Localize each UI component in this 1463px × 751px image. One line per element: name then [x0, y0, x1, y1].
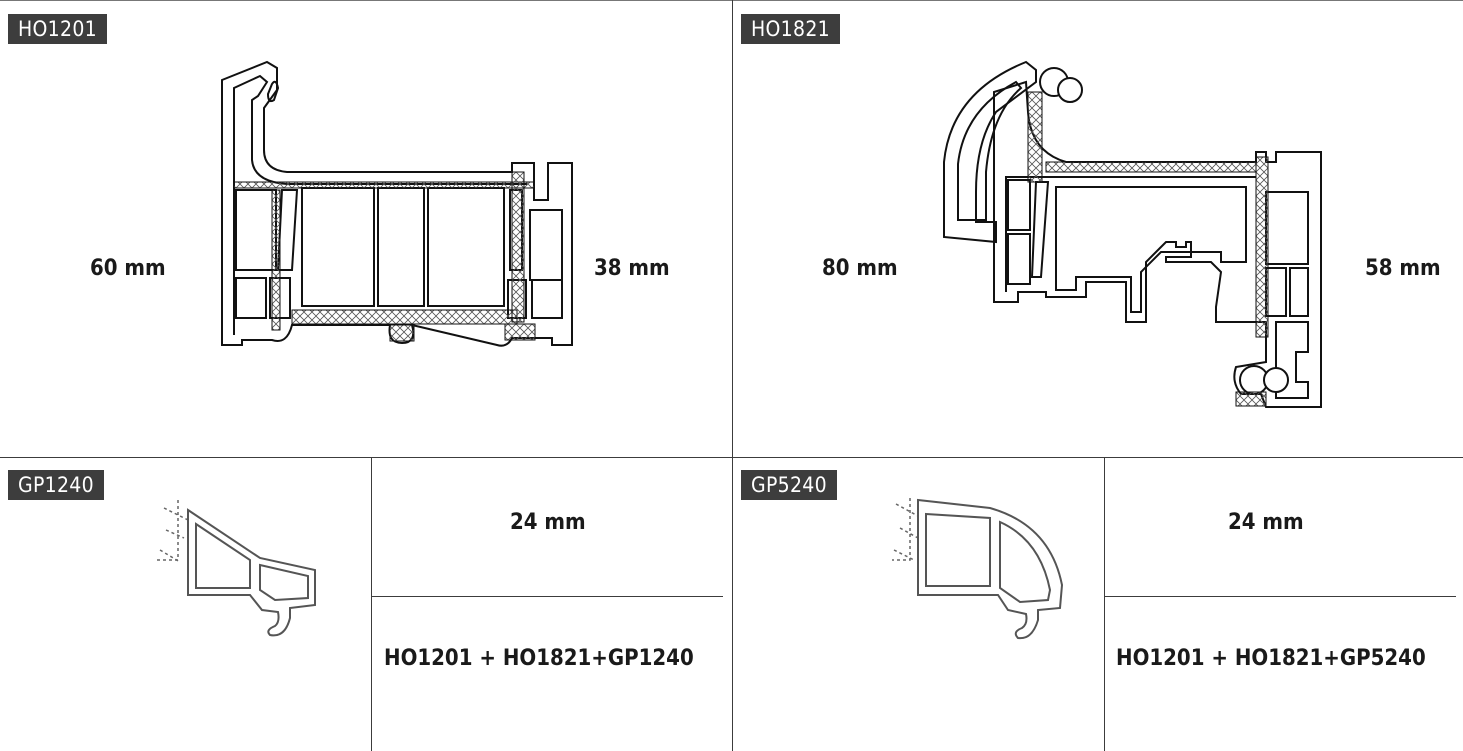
- divider-vertical-bl: [371, 457, 372, 751]
- dimension-right: 38 mm: [594, 256, 670, 281]
- dimension-right: 58 mm: [1365, 256, 1441, 281]
- profile-ho1821-drawing: [936, 52, 1336, 412]
- bead-gp5240-drawing: [890, 490, 1090, 650]
- divider-horizontal-bl: [371, 596, 723, 597]
- profile-code-tag: HO1201: [8, 14, 107, 44]
- profile-combination: HO1201 + HO1821+GP5240: [1116, 646, 1426, 671]
- bead-width: 24 mm: [510, 510, 586, 535]
- dimension-left: 80 mm: [822, 256, 898, 281]
- profile-code-tag: HO1821: [741, 14, 840, 44]
- divider-vertical-br: [1104, 457, 1105, 751]
- bead-width: 24 mm: [1228, 510, 1304, 535]
- divider-horizontal-br: [1104, 596, 1456, 597]
- divider-top: [0, 0, 1463, 1]
- dimension-left: 60 mm: [90, 256, 166, 281]
- bead-code-tag: GP5240: [741, 470, 837, 500]
- divider-horizontal-main: [0, 457, 1463, 458]
- profile-combination: HO1201 + HO1821+GP1240: [384, 646, 694, 671]
- divider-vertical-main: [732, 0, 733, 751]
- profile-ho1201-drawing: [212, 60, 582, 360]
- bead-gp1240-drawing: [150, 490, 350, 650]
- bead-code-tag: GP1240: [8, 470, 104, 500]
